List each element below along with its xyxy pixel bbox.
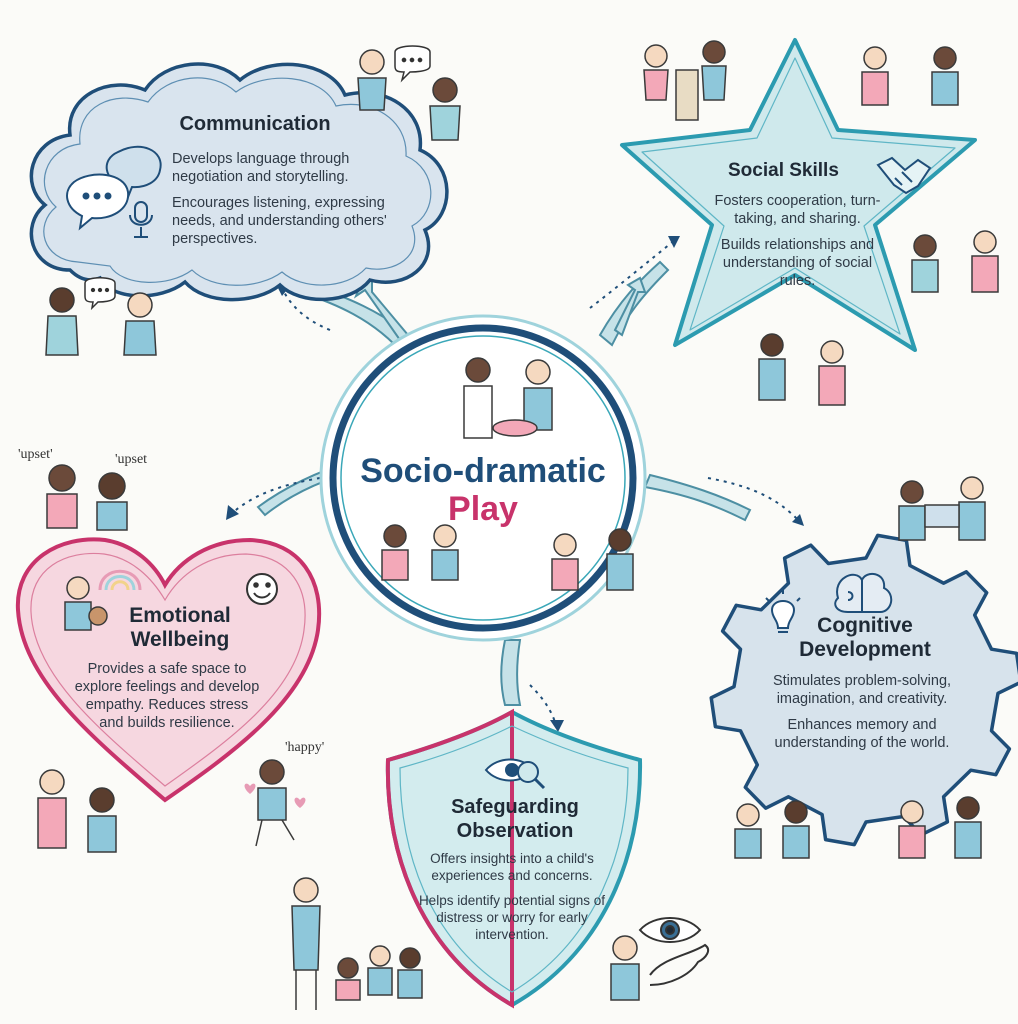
center-title: Socio-dramatic Play (333, 452, 633, 528)
teddy-bear (88, 606, 108, 626)
doll (492, 419, 538, 437)
children-illustrations (37, 40, 999, 1010)
dotted-arrows (229, 239, 801, 726)
child-figure (701, 40, 727, 101)
social-p2: Builds relationships and understanding o… (720, 237, 875, 289)
safeguarding-title: Safeguarding Observation (420, 795, 610, 843)
child-figure (734, 803, 762, 859)
child-figure (958, 476, 986, 541)
child-figure (431, 524, 459, 581)
child-figure (45, 287, 79, 356)
cognitive-title-line2: Development (799, 638, 931, 661)
handshake-icon (876, 156, 932, 195)
safeguarding-p2: Helps identify potential signs of distre… (418, 893, 606, 942)
speech-bubbles-icon (66, 145, 162, 231)
child-figure (96, 472, 128, 531)
child-figure (255, 759, 295, 847)
cognitive-body: Stimulates problem-solving, imagination,… (748, 672, 976, 760)
cognitive-title: Cognitive Development (790, 614, 940, 662)
child-figure (463, 357, 493, 439)
child-figure (46, 464, 78, 529)
communication-title: Communication (179, 113, 331, 135)
child-figure (911, 234, 939, 293)
child-figure (931, 46, 959, 106)
emotional-p1: Provides a safe space to explore feeling… (74, 661, 260, 731)
child-figure (523, 359, 553, 431)
child-figure (971, 230, 999, 293)
child-figure (123, 292, 157, 356)
social-star-inner (641, 57, 956, 335)
center-circle-inner-ring (340, 335, 626, 621)
eye-magnifier-icon (484, 758, 546, 790)
microphone-icon (129, 201, 153, 238)
emotional-title-line1: Emotional (129, 604, 231, 627)
safeguarding-body: Offers insights into a child's experienc… (412, 850, 612, 951)
child-figure (551, 533, 579, 591)
safeguarding-title-line1: Safeguarding (451, 796, 579, 818)
child-figure (606, 528, 634, 591)
child-figure (898, 480, 926, 541)
child-figure (357, 49, 387, 111)
cognitive-title-line1: Cognitive (817, 614, 913, 637)
eye-hand-icon (638, 917, 709, 986)
communication-cloud-shape (29, 62, 449, 302)
child-figure (64, 576, 92, 631)
child-figure (367, 945, 393, 996)
smiley-face-icon (246, 573, 278, 605)
center-title-line2: Play (448, 490, 518, 528)
cognitive-p1: Stimulates problem-solving, imagination,… (772, 673, 952, 707)
child-figure (397, 947, 423, 999)
upset-label-left: 'upset' (18, 447, 53, 462)
brain-puzzle-icon (834, 572, 893, 613)
child-figure (861, 46, 889, 106)
emotional-heart-shape (15, 537, 322, 803)
child-figure (758, 333, 786, 401)
cognitive-p2: Enhances memory and understanding of the… (774, 717, 950, 751)
toy-blocks (675, 69, 699, 121)
map-sheet (924, 504, 960, 528)
lightbulb-icon (765, 590, 801, 633)
happy-label: 'happy' (285, 740, 325, 755)
social-body: Fosters cooperation, turn-taking, and sh… (705, 192, 890, 298)
child-figure (782, 800, 810, 859)
social-p1: Fosters cooperation, turn-taking, and sh… (714, 193, 881, 227)
communication-p2: Encourages listening, expressing needs, … (172, 195, 387, 247)
child-figure (643, 44, 669, 101)
upset-label-right: 'upset (115, 452, 148, 467)
rainbow-icon (98, 569, 142, 591)
emotional-title: Emotional Wellbeing (110, 604, 250, 652)
communication-body: Develops language through negotiation an… (172, 150, 412, 256)
child-figure (898, 800, 926, 859)
safeguarding-p1: Offers insights into a child's experienc… (430, 851, 594, 883)
emotional-title-line2: Wellbeing (130, 628, 230, 651)
child-figure (335, 957, 361, 1001)
safeguarding-title-line2: Observation (456, 820, 574, 842)
child-figure (381, 524, 409, 581)
small-hearts-icon (244, 783, 306, 808)
branch-connectors (256, 260, 752, 706)
social-title: Social Skills (728, 160, 839, 181)
communication-p1: Develops language through negotiation an… (172, 151, 350, 185)
adult-figure (291, 877, 321, 1010)
child-figure (37, 769, 67, 849)
safeguarding-shield-pink-edge (385, 708, 514, 1009)
child-figure (610, 935, 640, 1001)
child-figure (429, 77, 461, 141)
communication-card: Communication (130, 113, 420, 150)
child-figure (818, 340, 846, 406)
emotional-body: Provides a safe space to explore feeling… (72, 660, 262, 740)
center-title-line1: Socio-dramatic (360, 452, 606, 490)
child-figure (87, 787, 117, 853)
child-speech-bubble-icons (84, 45, 431, 311)
emotional-heart-inner (30, 552, 306, 787)
social-star-shape (620, 38, 977, 352)
safeguarding-shield-inner (399, 725, 629, 993)
child-figure (954, 796, 982, 859)
